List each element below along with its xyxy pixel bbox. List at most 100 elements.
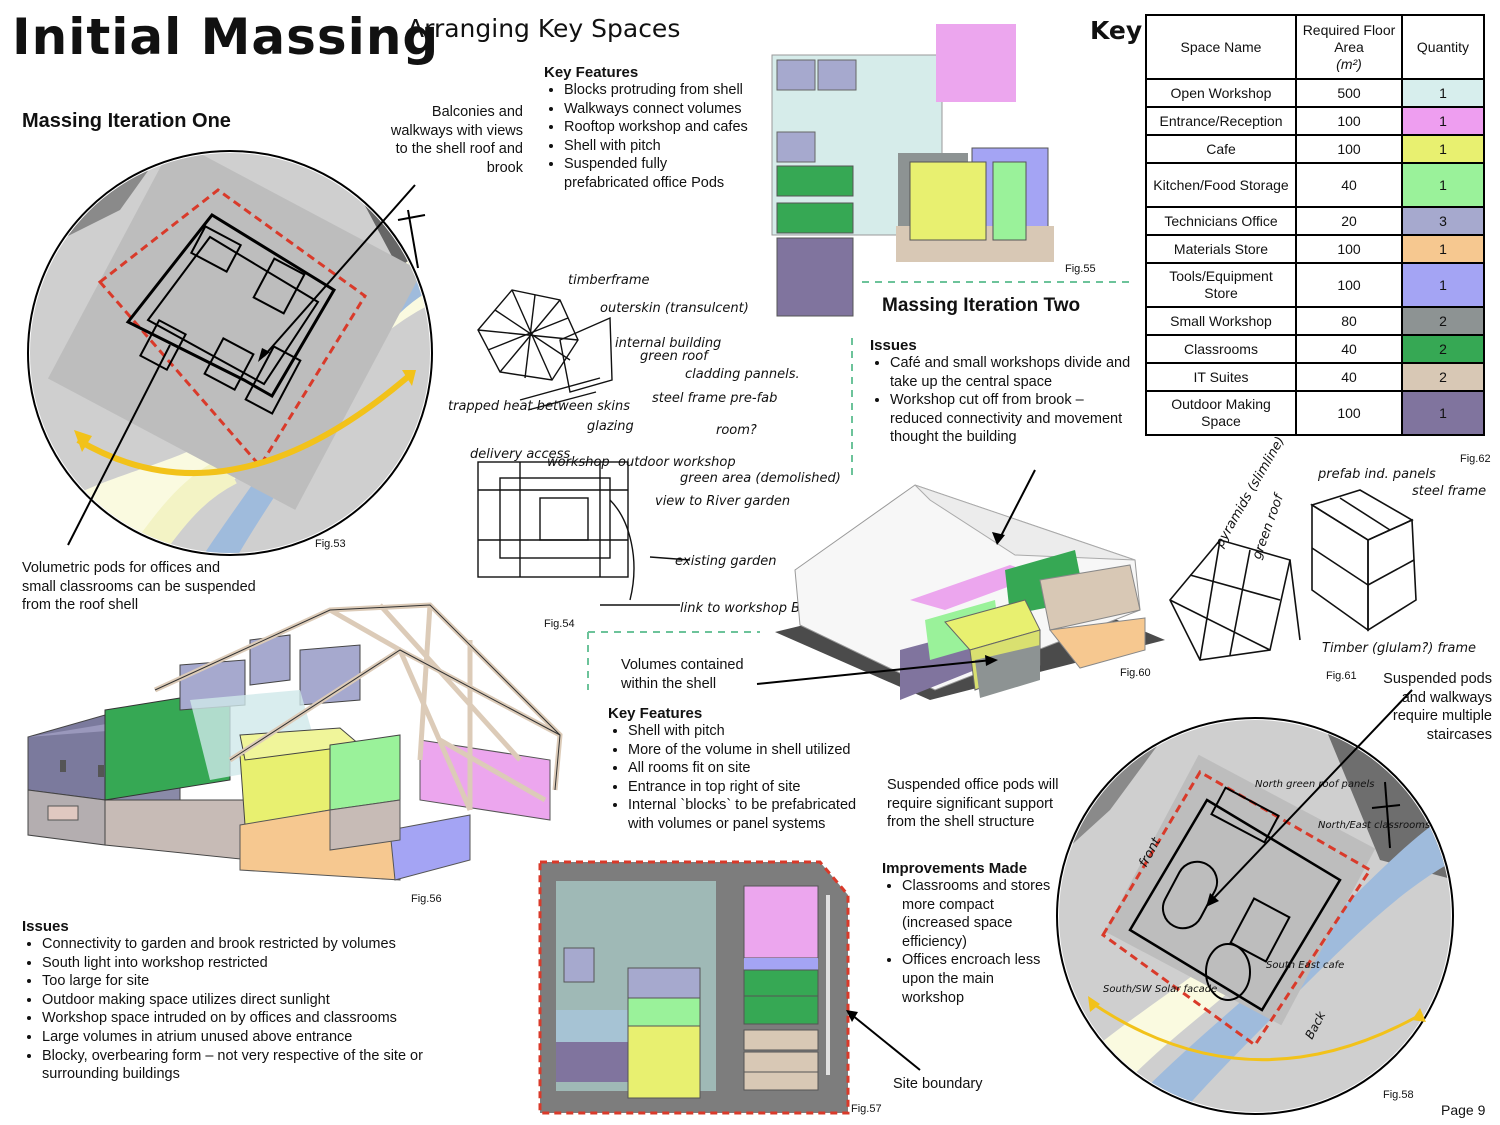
key-area: 40 — [1295, 334, 1403, 364]
sketch-label: steel frame — [1412, 484, 1486, 499]
sketch-label: internal building — [615, 336, 721, 351]
fig57-site-plan — [538, 860, 850, 1115]
iteration-two-issues: Issues Café and small workshops divide a… — [870, 337, 1135, 447]
sketch-label: prefab ind. panels — [1317, 467, 1436, 482]
key-area: 40 — [1295, 162, 1403, 208]
balconies-leader — [263, 184, 416, 357]
page-title: Initial Massing — [12, 8, 440, 66]
key-space-name: Outdoor Making Space — [1145, 390, 1297, 436]
key-qty-swatch: 1 — [1401, 106, 1485, 136]
key-space-name: Classrooms — [1145, 334, 1297, 364]
sketch-label: trapped heat between skins — [448, 399, 630, 414]
key-qty-swatch: 3 — [1401, 206, 1485, 236]
fig55-plan — [771, 24, 1054, 317]
fig62-label: Fig.62 — [1460, 453, 1491, 465]
iteration-one-title: Massing Iteration One — [22, 110, 231, 132]
pods-leader — [67, 344, 171, 546]
sketch-label: North/East classrooms — [1318, 820, 1430, 831]
key-qty-swatch: 2 — [1401, 306, 1485, 336]
issue-item: Connectivity to garden and brook restric… — [42, 935, 492, 954]
key-area: 100 — [1295, 106, 1403, 136]
sketch-label: view to River garden — [655, 494, 790, 509]
site-boundary-leader — [851, 1014, 921, 1071]
key-space-name: Small Workshop — [1145, 306, 1297, 336]
sketch-label: room? — [716, 423, 757, 438]
pods-stairs-note: Suspended pods and walkways require mult… — [1383, 671, 1492, 743]
pods-note: Volumetric pods for offices and small cl… — [22, 560, 256, 613]
key-space-name: Tools/Equipment Store — [1145, 262, 1297, 308]
key-space-name: Materials Store — [1145, 234, 1297, 264]
header-quantity: Quantity — [1401, 14, 1485, 80]
sketch-label: cladding pannels. — [685, 367, 800, 382]
improvements-title: Improvements Made — [882, 860, 1028, 877]
key-qty-swatch: 1 — [1401, 134, 1485, 164]
issue-item: Workshop space intruded on by offices an… — [42, 1009, 492, 1028]
key-area: 100 — [1295, 134, 1403, 164]
sketch-label: outerskin (transulcent) — [600, 301, 749, 316]
header-floor-area-unit: (m²) — [1336, 55, 1362, 72]
issues-leader — [999, 469, 1036, 539]
sketch-label: South East cafe — [1266, 960, 1344, 971]
fig61-annotations: prefab ind. panels steel frame pyramids … — [1212, 434, 1486, 656]
key-qty-swatch: 2 — [1401, 362, 1485, 392]
feature-item: Shell with pitch — [628, 722, 878, 741]
key-area: 40 — [1295, 362, 1403, 392]
issues-title: Issues — [870, 337, 917, 354]
fig61-sketch — [1169, 489, 1417, 661]
issue-item: Blocky, overbearing form – not very resp… — [42, 1047, 492, 1084]
sketch-label: pyramids (slimline) — [1212, 434, 1288, 551]
issue-item: Workshop cut off from brook – reduced co… — [890, 391, 1135, 447]
key-area: 80 — [1295, 306, 1403, 336]
issue-item: Outdoor making space utilizes direct sun… — [42, 991, 492, 1010]
volumes-leader — [756, 659, 993, 685]
feature-item: Internal `blocks` to be prefabricated wi… — [628, 796, 878, 833]
fig57-label: Fig.57 — [851, 1103, 882, 1115]
fig54-annotations: timberframe outerskin (transulcent) inte… — [448, 273, 841, 616]
fig53-label: Fig.53 — [315, 538, 346, 550]
key-space-name: Entrance/Reception — [1145, 106, 1297, 136]
feature-item: Shell with pitch — [564, 137, 754, 156]
sketch-label: South/SW Solar facade — [1103, 984, 1217, 995]
key-heading: Key — [1090, 16, 1143, 45]
feature-item: Rooftop workshop and cafes — [564, 118, 754, 137]
sketch-label: Timber (glulam?) frame — [1322, 641, 1476, 656]
suspended-note: Suspended office pods will require signi… — [887, 777, 1059, 830]
page-subtitle: Arranging Key Spaces — [407, 14, 681, 43]
issue-item: Too large for site — [42, 972, 492, 991]
iteration-one-issues: Issues Connectivity to garden and brook … — [22, 918, 492, 1084]
key-space-name: Open Workshop — [1145, 78, 1297, 108]
key-qty-swatch: 1 — [1401, 262, 1485, 308]
sketch-label: link to workshop B. — [680, 601, 804, 616]
feature-item: Walkways connect volumes — [564, 100, 754, 119]
feature-item: Suspended fully prefabricated office Pod… — [564, 155, 754, 192]
sketch-label: outdoor workshop — [618, 455, 736, 470]
iteration-two-features: Key Features Shell with pitch More of th… — [608, 705, 878, 834]
feature-item: More of the volume in shell utilized — [628, 741, 878, 760]
fig55-label: Fig.55 — [1065, 263, 1096, 275]
sketch-label: delivery access — [470, 447, 570, 462]
fig56-3d-massing — [27, 602, 563, 881]
fig53-site-plan — [27, 150, 433, 556]
header-space-name: Space Name — [1145, 14, 1297, 80]
features-title: Key Features — [608, 705, 703, 722]
iteration-two-title: Massing Iteration Two — [882, 295, 1081, 316]
key-qty-swatch: 1 — [1401, 162, 1485, 208]
feature-item: All rooms fit on site — [628, 759, 878, 778]
fig58-site-plan — [1056, 717, 1454, 1115]
feature-item: Blocks protruding from shell — [564, 81, 754, 100]
key-qty-swatch: 1 — [1401, 78, 1485, 108]
issue-item: Large volumes in atrium unused above ent… — [42, 1028, 492, 1047]
sketch-label: existing garden — [675, 554, 776, 569]
sketch-label: green area (demolished) — [680, 471, 841, 486]
improvement-item: Offices encroach less upon the main work… — [902, 951, 1057, 1007]
improvement-item: Classrooms and stores more compact (incr… — [902, 877, 1057, 951]
sketch-label: North green roof panels — [1255, 779, 1374, 790]
key-area: 20 — [1295, 206, 1403, 236]
